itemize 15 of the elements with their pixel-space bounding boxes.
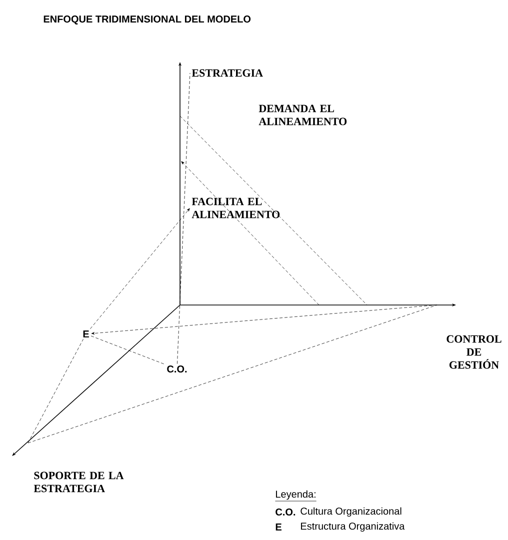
axis-label: FACILITA EL ALINEAMIENTO xyxy=(192,198,280,218)
point-label: C.O. xyxy=(167,365,187,373)
axis-label: ESTRATEGIA xyxy=(192,69,263,77)
dashed-arrow xyxy=(91,304,438,335)
axis-label: CONTROL DE GESTIÓN xyxy=(446,335,502,369)
legend-heading: Leyenda: xyxy=(275,490,317,502)
axis-label: DEMANDA EL ALINEAMIENTO xyxy=(258,104,347,126)
title: ENFOQUE TRIDIMENSIONAL DEL MODELO xyxy=(44,16,251,24)
legend-key: C.O. xyxy=(276,508,296,516)
legend-text: Cultura Organizacional xyxy=(300,507,402,517)
legend-key: E xyxy=(276,524,282,530)
dashed-arrow xyxy=(90,208,190,330)
axis-label: SOPORTE DE LA ESTRATEGIA xyxy=(34,472,124,492)
point-label: E xyxy=(83,330,89,338)
legend-text: Estructura Organizativa xyxy=(301,522,405,532)
